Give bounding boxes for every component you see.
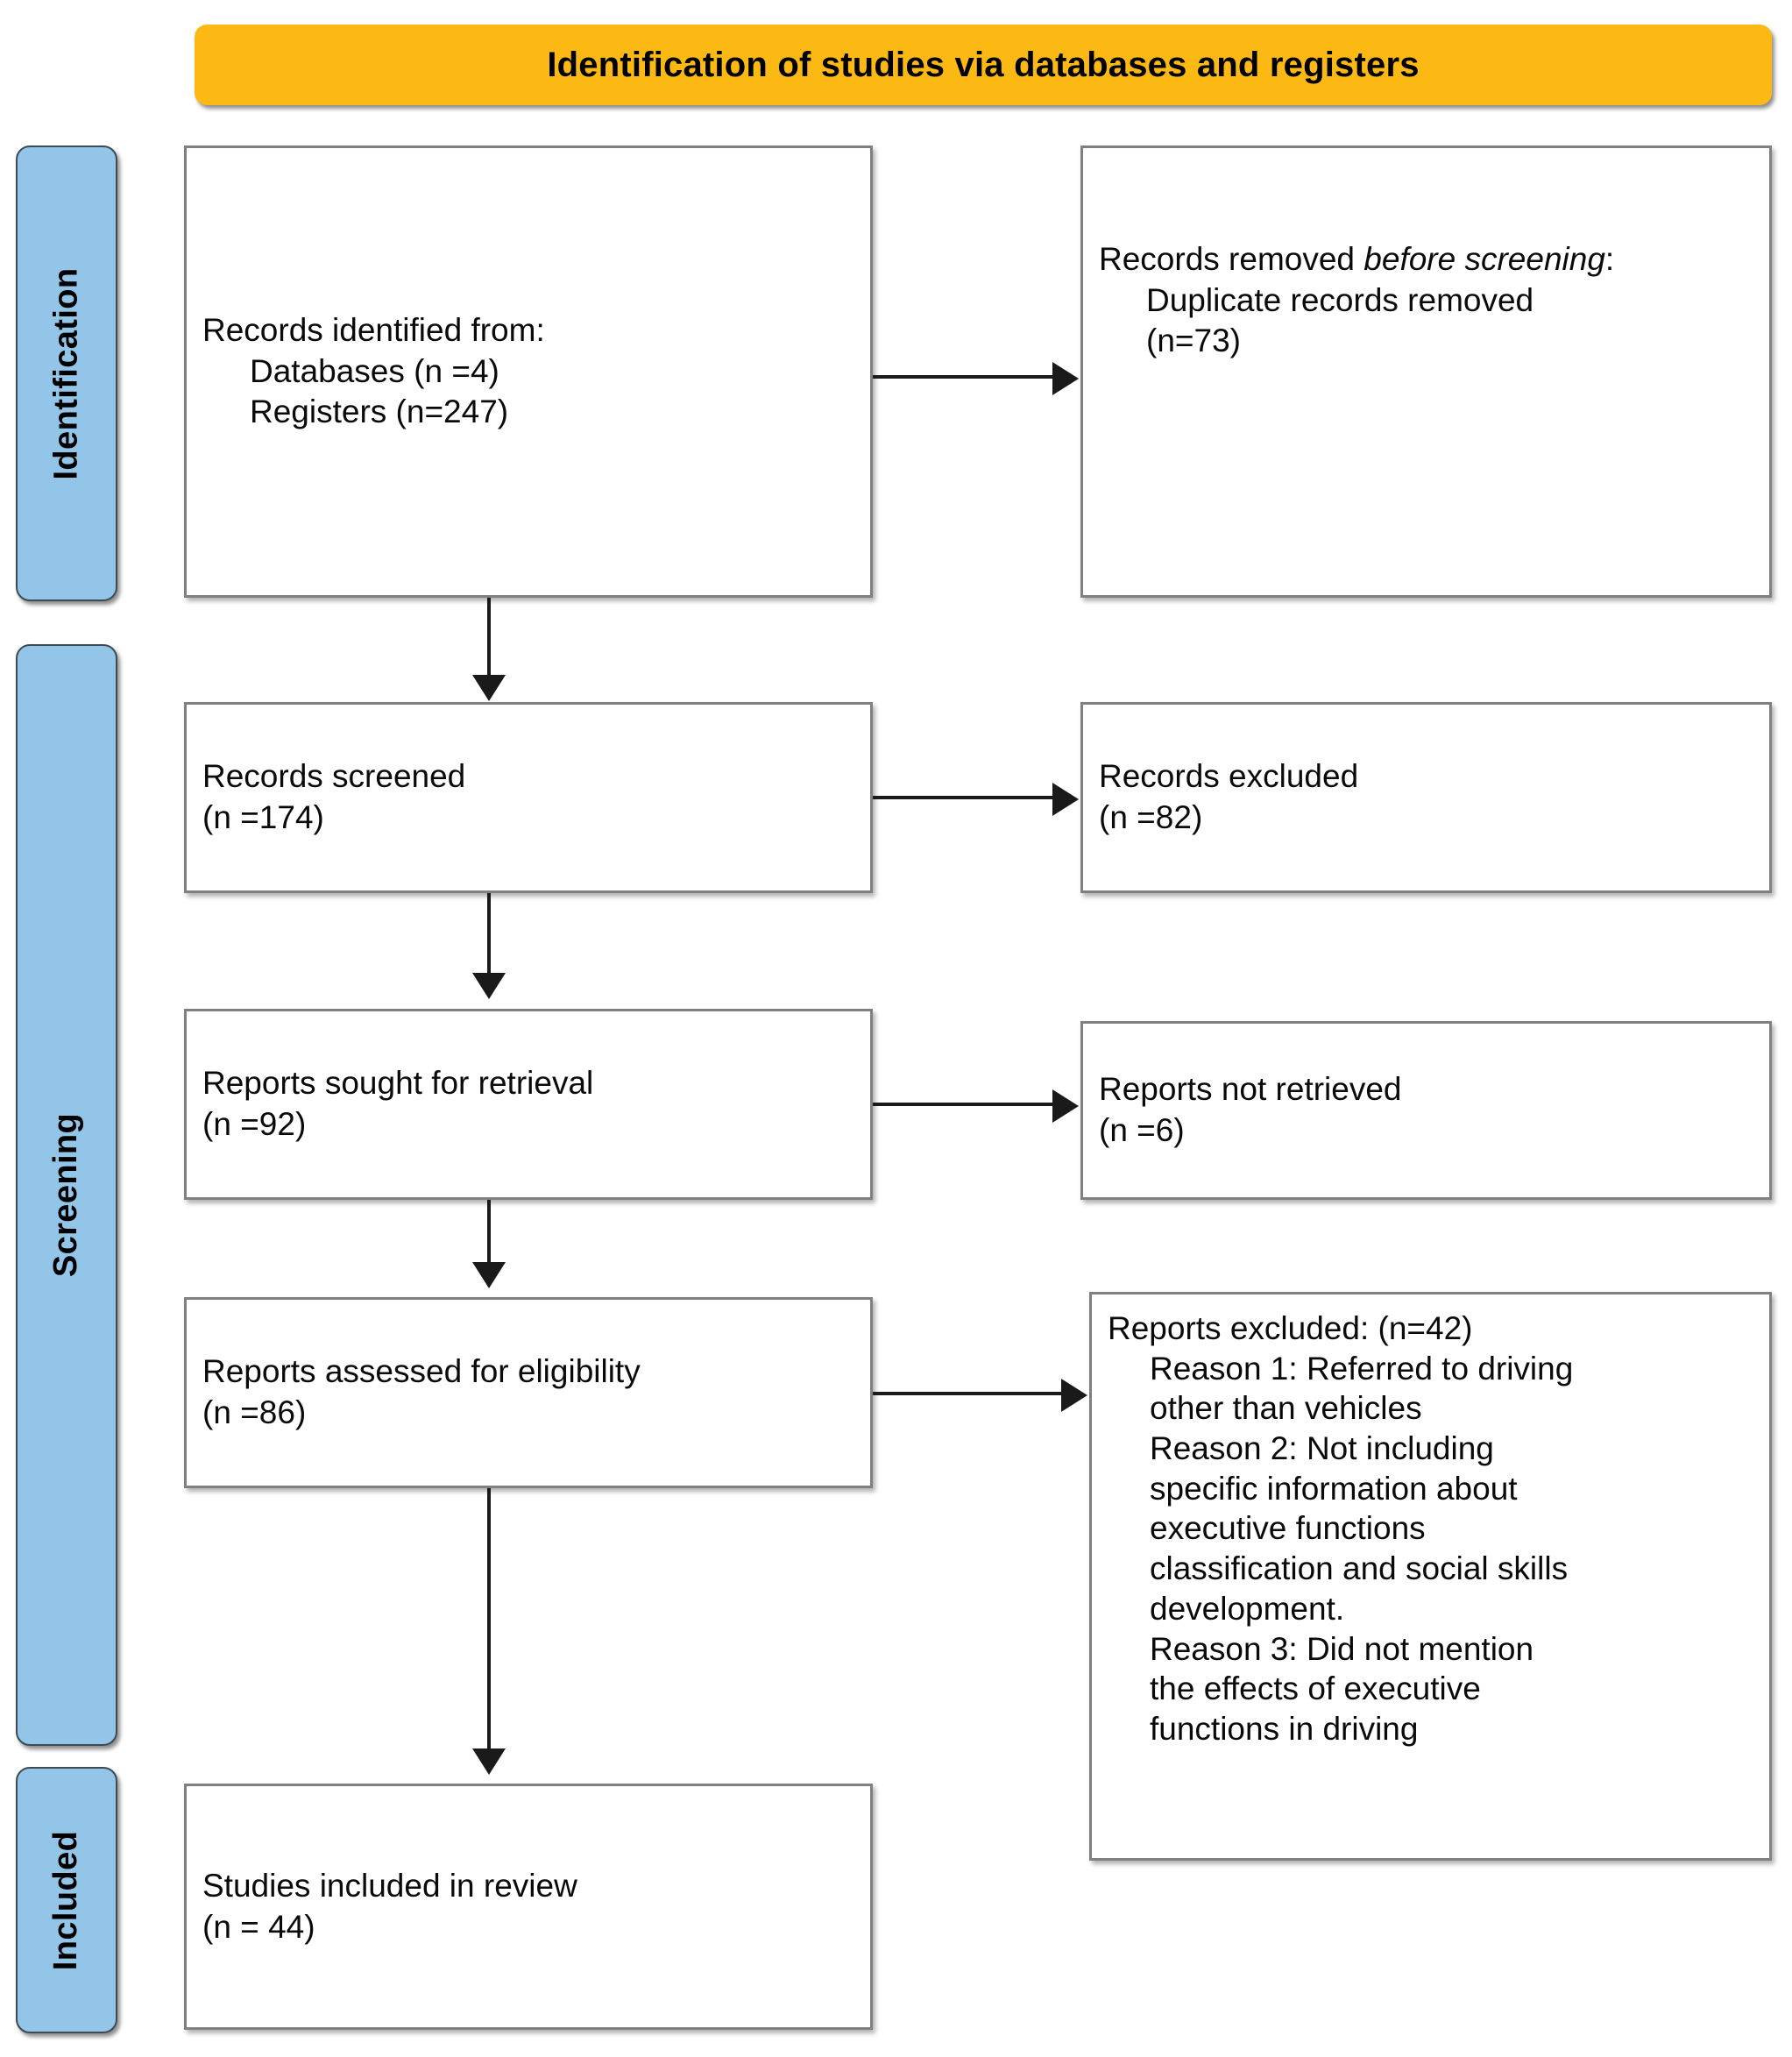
reports-excluded-reason3-line3: functions in driving xyxy=(1150,1710,1419,1747)
box-records-identified: Records identified from: Databases (n =4… xyxy=(184,145,873,598)
connector-identified-to-removed xyxy=(873,375,1055,379)
records-identified-databases: Databases (n =4) xyxy=(250,352,499,389)
arrow-right-icon xyxy=(1052,783,1079,816)
box-reports-sought-text: Reports sought for retrieval (n =92) xyxy=(187,1063,870,1145)
records-screened-label: Records screened xyxy=(202,758,466,795)
stage-label-identification: Identification xyxy=(47,266,85,480)
reports-excluded-reason2-line1: Reason 2: Not including xyxy=(1150,1430,1494,1467)
reports-excluded-reason2-line4: classification and social skills xyxy=(1150,1550,1569,1587)
studies-included-count: (n = 44) xyxy=(202,1908,315,1945)
records-removed-duplicates: Duplicate records removed xyxy=(1146,281,1534,318)
stage-bar-identification: Identification xyxy=(16,145,117,601)
connector-assessed-to-included xyxy=(487,1488,491,1751)
records-removed-heading: Records removed before screening: xyxy=(1099,239,1753,280)
box-records-removed-before-screening: Records removed before screening: Duplic… xyxy=(1080,145,1772,598)
connector-screened-to-sought xyxy=(487,893,491,976)
box-reports-excluded-with-reasons: Reports excluded: (n=42) Reason 1: Refer… xyxy=(1089,1292,1772,1861)
box-records-screened-text: Records screened (n =174) xyxy=(187,756,870,838)
box-records-identified-text: Records identified from: Databases (n =4… xyxy=(187,310,870,433)
reports-excluded-reason3-line2: the effects of executive xyxy=(1150,1670,1481,1707)
box-reports-assessed-for-eligibility: Reports assessed for eligibility (n =86) xyxy=(184,1297,873,1488)
connector-screened-to-excluded xyxy=(873,796,1055,799)
box-records-screened: Records screened (n =174) xyxy=(184,702,873,893)
connector-sought-to-not-retrieved xyxy=(873,1103,1055,1106)
box-reports-assessed-text: Reports assessed for eligibility (n =86) xyxy=(187,1351,870,1433)
arrow-down-icon xyxy=(472,973,506,999)
connector-assessed-to-excluded-reasons xyxy=(873,1392,1064,1395)
page-title: Identification of studies via databases … xyxy=(547,45,1420,84)
box-studies-included-in-review: Studies included in review (n = 44) xyxy=(184,1784,873,2030)
reports-excluded-reason2-line5: development. xyxy=(1150,1590,1345,1627)
records-screened-count: (n =174) xyxy=(202,799,324,835)
box-records-removed-text: Records removed before screening: Duplic… xyxy=(1083,239,1769,362)
reports-assessed-count: (n =86) xyxy=(202,1394,307,1430)
connector-identified-to-screened xyxy=(487,598,491,678)
box-reports-sought-for-retrieval: Reports sought for retrieval (n =92) xyxy=(184,1009,873,1200)
reports-excluded-reason1-line2: other than vehicles xyxy=(1150,1390,1422,1427)
stage-label-included: Included xyxy=(47,1830,85,1970)
arrow-down-icon xyxy=(472,1748,506,1775)
diagram-title-banner: Identification of studies via databases … xyxy=(195,25,1772,105)
reports-excluded-reason1-line1: Reason 1: Referred to driving xyxy=(1150,1350,1574,1387)
arrow-right-icon xyxy=(1052,362,1079,395)
records-excluded-count: (n =82) xyxy=(1099,799,1203,835)
arrow-down-icon xyxy=(472,1262,506,1288)
reports-excluded-reason3-line1: Reason 3: Did not mention xyxy=(1150,1630,1534,1667)
box-reports-not-retrieved: Reports not retrieved (n =6) xyxy=(1080,1021,1772,1200)
arrow-down-icon xyxy=(472,675,506,701)
reports-not-retrieved-label: Reports not retrieved xyxy=(1099,1071,1402,1108)
arrow-right-icon xyxy=(1061,1379,1087,1412)
records-removed-heading-prefix: Records removed xyxy=(1099,241,1364,277)
records-excluded-label: Records excluded xyxy=(1099,758,1359,795)
box-reports-not-retrieved-text: Reports not retrieved (n =6) xyxy=(1083,1069,1769,1151)
reports-sought-count: (n =92) xyxy=(202,1106,307,1142)
reports-excluded-reason2-line2: specific information about xyxy=(1150,1470,1518,1507)
reports-assessed-label: Reports assessed for eligibility xyxy=(202,1353,641,1390)
reports-excluded-heading: Reports excluded: (n=42) xyxy=(1108,1310,1473,1346)
box-records-excluded-text: Records excluded (n =82) xyxy=(1083,756,1769,838)
stage-bar-screening: Screening xyxy=(16,644,117,1746)
reports-excluded-reason2-line3: executive functions xyxy=(1150,1510,1426,1547)
stage-label-screening: Screening xyxy=(47,1112,85,1278)
records-identified-registers: Registers (n=247) xyxy=(250,394,509,430)
box-reports-excluded-reasons-text: Reports excluded: (n=42) Reason 1: Refer… xyxy=(1092,1309,1769,1749)
studies-included-label: Studies included in review xyxy=(202,1867,577,1904)
records-identified-heading: Records identified from: xyxy=(202,312,545,349)
records-removed-count: (n=73) xyxy=(1146,323,1241,359)
box-records-excluded: Records excluded (n =82) xyxy=(1080,702,1772,893)
stage-bar-included: Included xyxy=(16,1767,117,2033)
arrow-right-icon xyxy=(1052,1089,1079,1123)
connector-sought-to-assessed xyxy=(487,1200,491,1264)
reports-sought-label: Reports sought for retrieval xyxy=(202,1065,594,1102)
records-removed-heading-italic: before screening xyxy=(1363,241,1605,277)
box-studies-included-text: Studies included in review (n = 44) xyxy=(187,1866,870,1947)
reports-not-retrieved-count: (n =6) xyxy=(1099,1112,1185,1148)
records-removed-heading-suffix: : xyxy=(1604,241,1615,277)
